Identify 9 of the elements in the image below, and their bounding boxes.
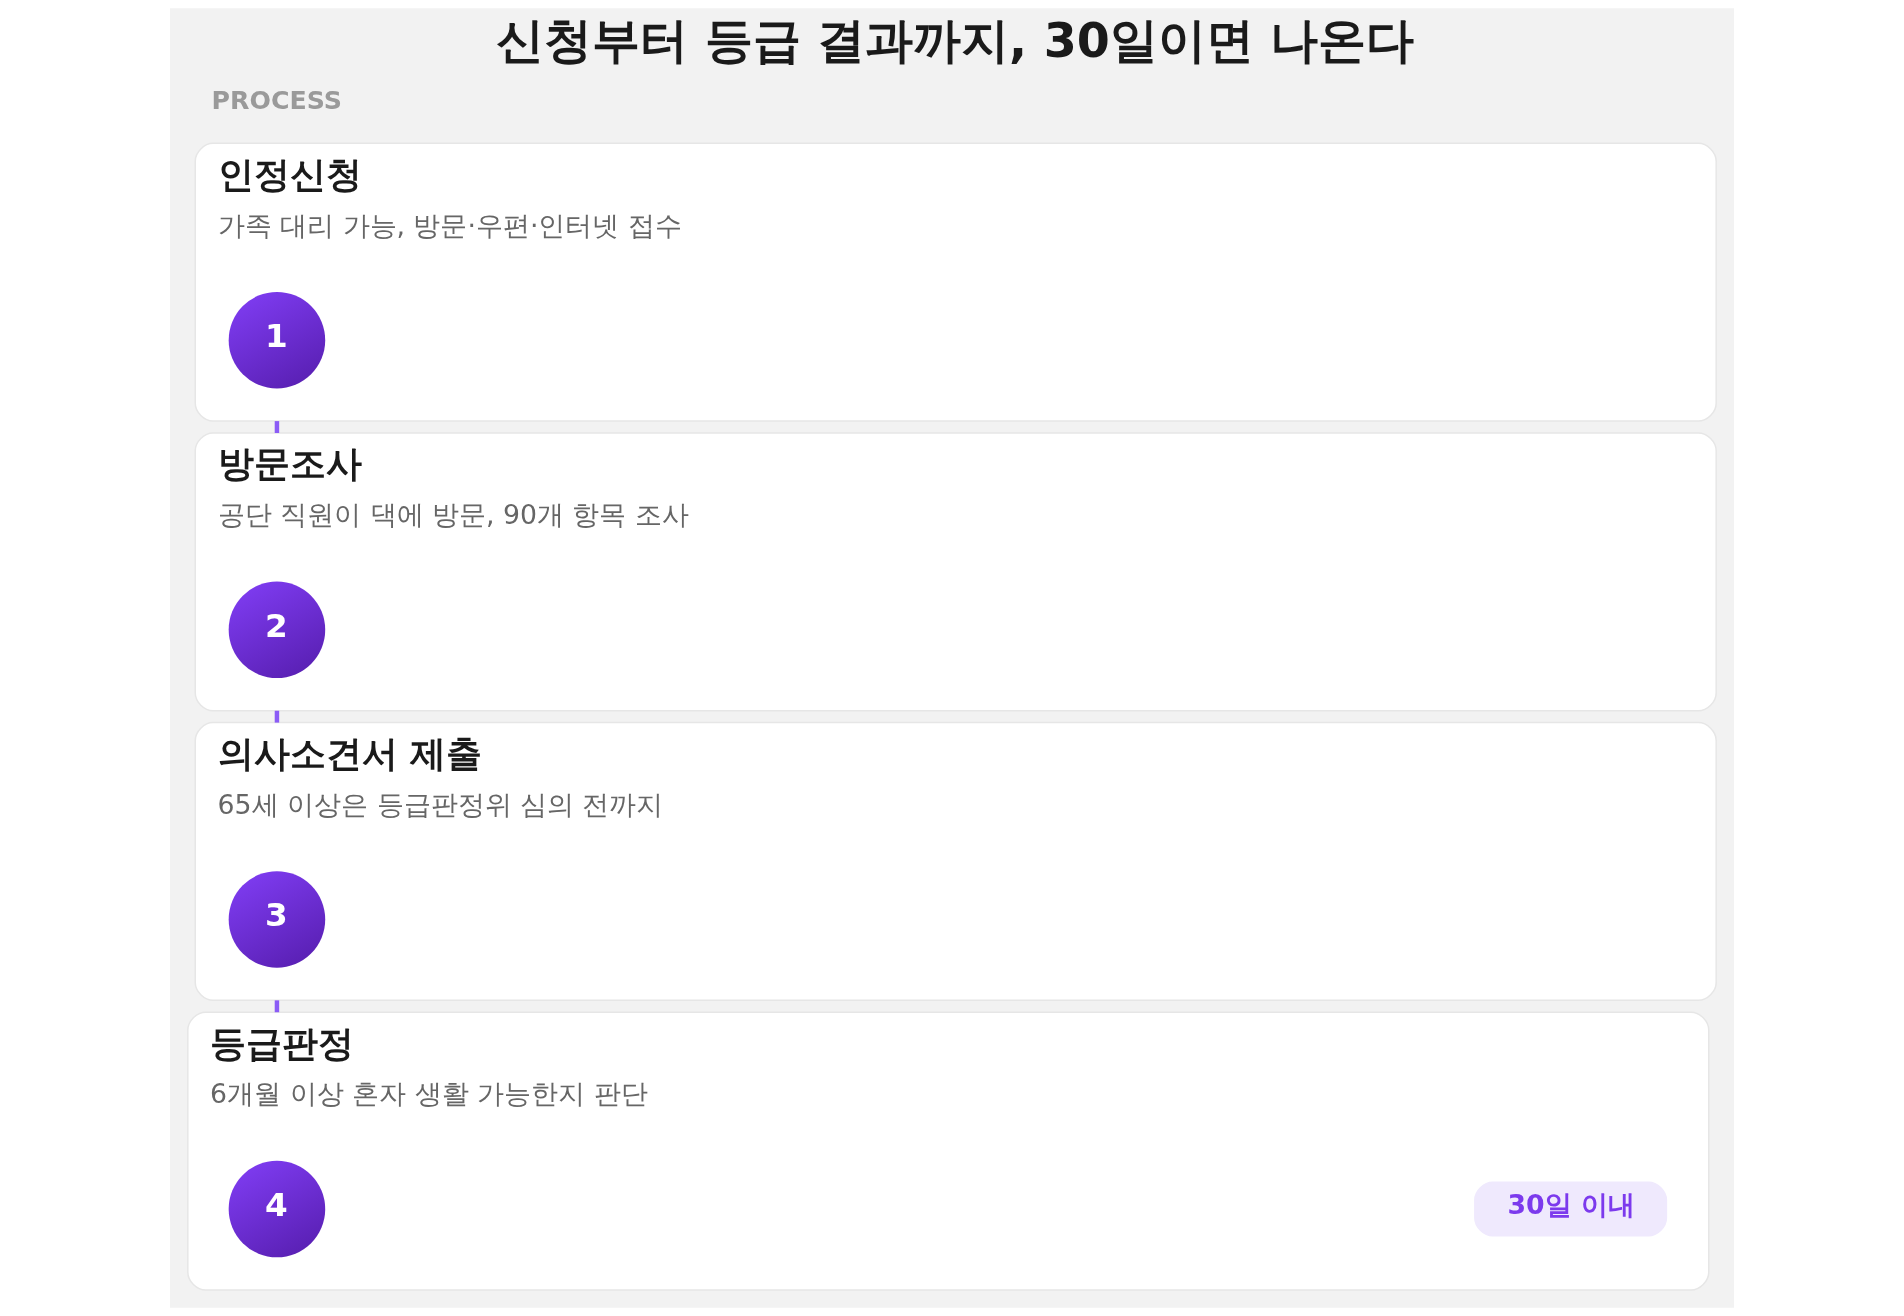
node-circle: 3 <box>228 871 326 968</box>
node-circle: 4 <box>228 1160 326 1258</box>
node-circle: 1 <box>228 291 326 389</box>
connector <box>274 421 280 433</box>
node-circle: 2 <box>228 581 326 679</box>
diagram-title: 신청부터 등급 결과까지, 30일이면 나온다 <box>496 12 1415 68</box>
connector <box>274 710 280 723</box>
connector <box>274 1000 280 1013</box>
label: PROCESS <box>211 86 342 116</box>
